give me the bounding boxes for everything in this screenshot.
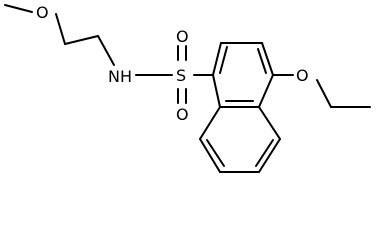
atom-o-sulfonyl-top: O	[176, 27, 189, 46]
bond-c8a-c1	[212, 74, 221, 108]
bond-c3-c4-inner	[257, 48, 267, 74]
bond-c7-c8	[199, 138, 221, 173]
bond-c4-c4a	[258, 74, 274, 108]
atom-o-methoxy: O	[36, 3, 49, 22]
bond-c5-c6-inner	[255, 139, 274, 167]
structure-canvas: O NH S O O O	[4, 3, 371, 173]
atom-labels: O NH S O O O	[36, 3, 309, 124]
bonds	[4, 4, 371, 173]
atom-o-sulfonyl-bottom: O	[176, 105, 189, 124]
bond-c8-c8a	[199, 106, 221, 140]
atom-s: S	[176, 66, 186, 85]
bond-c5-c6	[258, 138, 281, 173]
bond-methyl-o	[4, 4, 33, 13]
bond-c7-c8-inner	[206, 139, 225, 167]
bond-c3-c4	[261, 42, 274, 76]
atom-nh: NH	[108, 67, 132, 86]
atom-o-ethoxy: O	[296, 66, 309, 85]
bond-c4a-c5	[258, 106, 281, 140]
bond-o-ch2-ethyl	[316, 79, 332, 108]
bond-ch2-n	[97, 35, 115, 66]
chemical-structure: O NH S O O O	[4, 3, 371, 173]
bond-ch2-ch2	[64, 35, 99, 45]
bond-c1-c2	[212, 42, 222, 76]
bond-o-ch2	[55, 13, 66, 45]
bond-c1-c2-inner	[219, 46, 228, 74]
